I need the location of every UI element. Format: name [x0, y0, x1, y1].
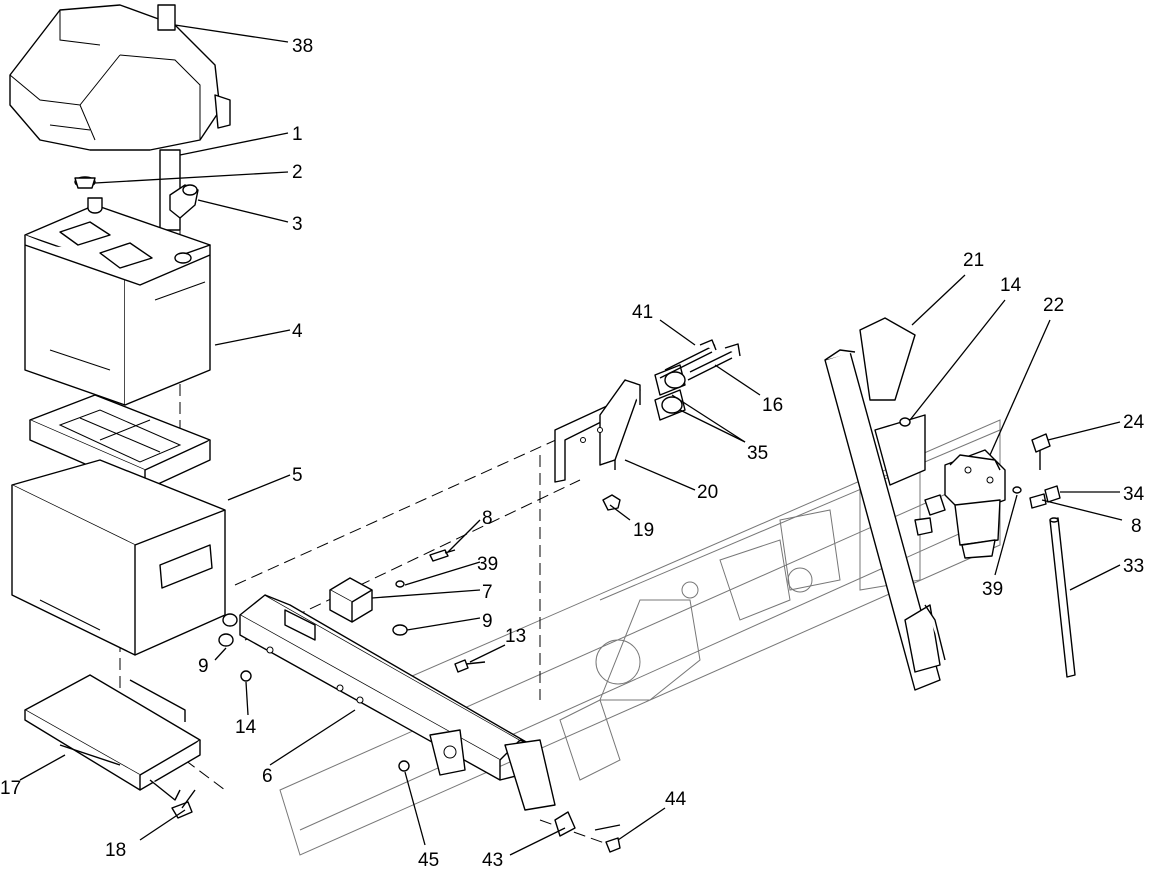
callout-22: 22: [1043, 295, 1064, 316]
callout-35: 35: [747, 443, 768, 464]
callout-3: 3: [292, 214, 303, 235]
callout-21: 21: [963, 250, 984, 271]
filter-post: [824, 317, 946, 691]
filter-fittings: [1012, 433, 1076, 678]
battery-cover: [9, 4, 231, 231]
callout-9a: 9: [482, 611, 493, 632]
callout-34: 34: [1123, 484, 1145, 505]
mount-bracket: [239, 594, 556, 811]
block-7: [329, 577, 373, 623]
callout-44: 44: [665, 789, 687, 810]
callout-4: 4: [292, 321, 303, 342]
callout-19: 19: [633, 520, 654, 541]
callout-24: 24: [1123, 412, 1145, 433]
upper-bracket: [554, 339, 741, 511]
callout-38: 38: [292, 36, 313, 57]
battery: [24, 197, 211, 406]
callout-2: 2: [292, 162, 303, 183]
callout-14a: 14: [235, 717, 257, 738]
callout-39b: 39: [982, 579, 1003, 600]
callout-45: 45: [418, 850, 439, 871]
callout-33: 33: [1123, 556, 1144, 577]
battery-terminals: [74, 176, 199, 219]
callout-6: 6: [262, 766, 273, 787]
leader-lines: [19, 24, 1123, 856]
callouts: 38 1 2 3 4 5 6 7 8 39 9 9 14 13 45 43 44…: [0, 36, 1145, 871]
callout-41: 41: [632, 302, 653, 323]
fuel-filter: [914, 449, 1006, 559]
frame-ghost: [279, 419, 1001, 856]
battery-plate: [24, 674, 201, 801]
callout-39a: 39: [477, 554, 498, 575]
bolt-18: [171, 789, 196, 819]
callout-16: 16: [762, 395, 783, 416]
callout-7: 7: [482, 582, 493, 603]
battery-box: [11, 459, 226, 656]
callout-17: 17: [0, 778, 21, 799]
callout-18: 18: [105, 840, 126, 861]
callout-14b: 14: [1000, 275, 1022, 296]
callout-8a: 8: [482, 508, 493, 529]
callout-13: 13: [505, 626, 526, 647]
callout-1: 1: [292, 124, 303, 145]
callout-43: 43: [482, 850, 503, 871]
callout-20: 20: [697, 482, 718, 503]
callout-5: 5: [292, 465, 303, 486]
callout-8b: 8: [1131, 516, 1142, 537]
callout-9b: 9: [198, 656, 209, 677]
